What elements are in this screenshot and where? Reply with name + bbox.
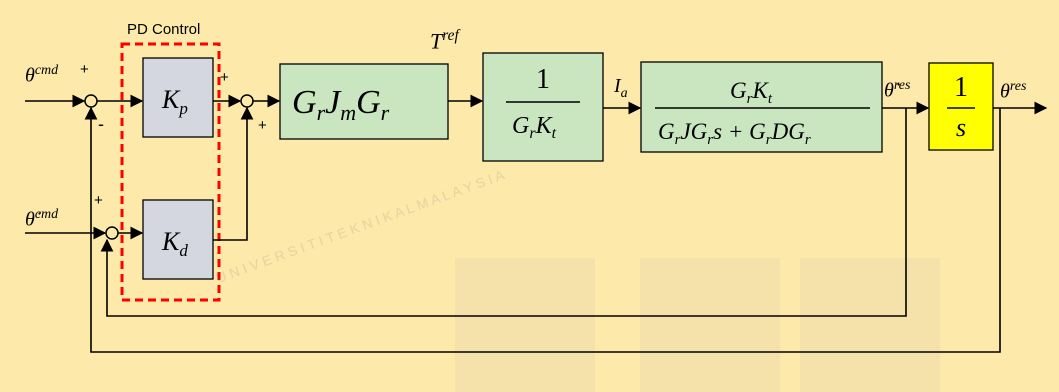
inv-gk-numerator: 1	[536, 64, 550, 95]
integrator-block	[928, 62, 994, 151]
pd-control-box	[120, 42, 221, 302]
signal-lines	[25, 94, 1048, 353]
sum2-plus-bottom-sign: +	[258, 117, 267, 134]
sum1-minus-sign: -	[98, 114, 104, 134]
theta-res-label: θres	[1000, 79, 1027, 103]
theta-dot-cmd-label: θ̇cmd	[25, 207, 59, 231]
i-a-label: Ia	[614, 75, 628, 101]
kd-block	[142, 199, 214, 280]
t-ref-label: Tref	[430, 27, 459, 54]
gjg-block	[279, 63, 449, 140]
sum1-plus-sign: +	[80, 61, 89, 78]
plant-numerator: GrKt	[730, 78, 773, 107]
inv-gk-block	[482, 52, 604, 162]
integrator-numerator: 1	[954, 72, 968, 103]
theta-dot-res-label: θ̇res	[884, 78, 911, 102]
sum3-plus-sign: +	[94, 192, 103, 209]
plant-denominator: GrJGrs + GrDGr	[658, 119, 811, 148]
kp-block	[142, 57, 214, 138]
sum2-plus-top-sign: +	[220, 69, 229, 86]
plant-block	[640, 61, 883, 153]
theta-cmd-label: θcmd	[25, 63, 59, 87]
pd-control-title: PD Control	[127, 21, 201, 38]
integrator-denominator: s	[956, 113, 966, 142]
